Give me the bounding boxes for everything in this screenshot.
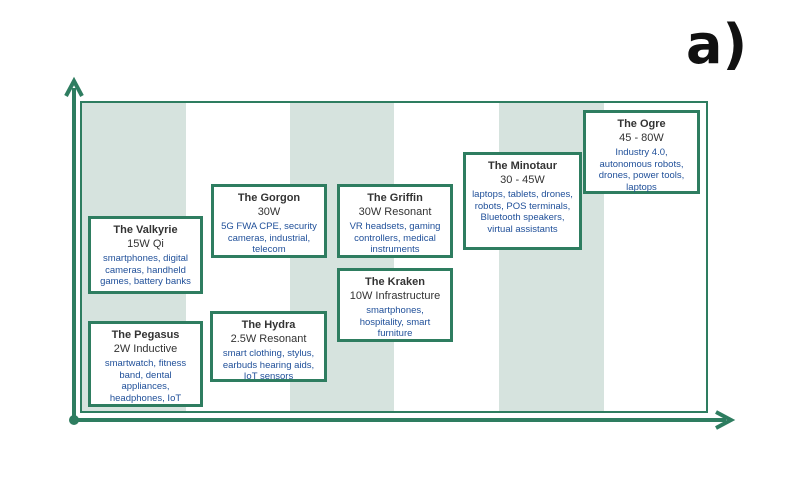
card-name: The Hydra xyxy=(241,319,296,331)
card-spec: 30W Resonant xyxy=(358,206,432,218)
card-applications: VR headsets, gaming controllers, medical… xyxy=(349,221,441,255)
card-applications: laptops, tablets, drones, robots, POS te… xyxy=(472,189,573,235)
card-the-griffin: The Griffin 30W Resonant VR headsets, ga… xyxy=(337,184,453,258)
card-the-kraken: The Kraken 10W Infrastructure smartphone… xyxy=(337,268,453,342)
x-axis-arrow-icon xyxy=(715,410,736,430)
card-spec: 10W Infrastructure xyxy=(349,290,441,302)
card-applications: smartwatch, fitness band, dental applian… xyxy=(104,358,187,404)
y-axis-arrow-icon xyxy=(64,76,84,97)
card-the-gorgon: The Gorgon 30W 5G FWA CPE, security came… xyxy=(211,184,327,258)
card-name: The Ogre xyxy=(617,118,666,130)
card-applications: 5G FWA CPE, security cameras, industrial… xyxy=(221,221,317,255)
panel-label: a) xyxy=(686,13,748,76)
card-spec: 30W xyxy=(257,206,281,218)
card-applications: Industry 4.0, autonomous robots, drones,… xyxy=(598,147,685,193)
card-name: The Valkyrie xyxy=(113,224,178,236)
card-spec: 2W Inductive xyxy=(113,343,178,355)
card-name: The Kraken xyxy=(365,276,425,288)
card-name: The Griffin xyxy=(367,192,423,204)
card-the-minotaur: The Minotaur 30 - 45W laptops, tablets, … xyxy=(463,152,582,250)
axis-origin xyxy=(69,415,79,425)
card-name: The Minotaur xyxy=(487,160,558,172)
card-spec: 15W Qi xyxy=(127,238,164,250)
card-spec: 45 - 80W xyxy=(619,132,664,144)
card-name: The Gorgon xyxy=(237,192,301,204)
card-name: The Pegasus xyxy=(111,329,180,341)
card-applications: smartphones, hospitality, smart furnitur… xyxy=(359,305,431,339)
card-applications: smart clothing, stylus, earbuds hearing … xyxy=(222,348,315,382)
card-spec: 2.5W Resonant xyxy=(230,333,307,345)
card-the-pegasus: The Pegasus 2W Inductive smartwatch, fit… xyxy=(88,321,203,407)
card-spec: 30 - 45W xyxy=(500,174,545,186)
plot-frame xyxy=(80,101,708,413)
card-the-ogre: The Ogre 45 - 80W Industry 4.0, autonomo… xyxy=(583,110,700,194)
card-the-valkyrie: The Valkyrie 15W Qi smartphones, digital… xyxy=(88,216,203,294)
card-the-hydra: The Hydra 2.5W Resonant smart clothing, … xyxy=(210,311,327,382)
card-applications: smartphones, digital cameras, handheld g… xyxy=(100,253,191,287)
